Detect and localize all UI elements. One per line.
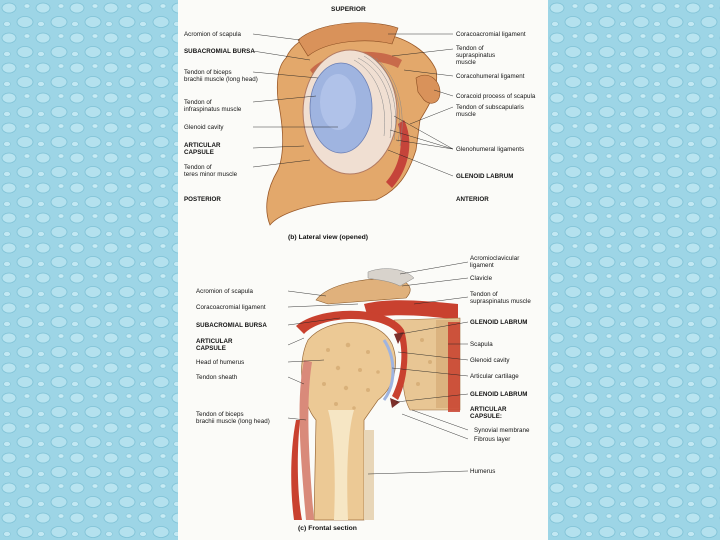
- water-droplet-background-left: [0, 0, 178, 540]
- label-tendon-subscapularis: Tendon of subscapularis muscle: [456, 104, 524, 118]
- label-tendon-biceps-long-head: Tendon of biceps brachii muscle (long he…: [184, 69, 258, 83]
- label-subacromial-bursa-c: SUBACROMIAL BURSA: [196, 322, 267, 329]
- label-clavicle: Clavicle: [470, 275, 493, 282]
- label-glenoid-labrum-b: GLENOID LABRUM: [456, 173, 514, 180]
- posterior-label: POSTERIOR: [184, 196, 221, 203]
- lateral-view-illustration: [266, 22, 441, 226]
- label-head-of-humerus: Head of humerus: [196, 359, 245, 366]
- label-acromioclavicular-ligament: Acromioclavicular ligament: [470, 255, 520, 269]
- label-synovial-membrane: Synovial membrane: [474, 427, 530, 434]
- caption-frontal-section: (c) Frontal section: [298, 525, 357, 532]
- label-scapula: Scapula: [470, 341, 493, 348]
- label-articular-capsule-c-right: ARTICULAR CAPSULE:: [470, 406, 507, 420]
- leader-lines: [252, 33, 469, 475]
- label-glenohumeral-ligaments: Glenohumeral ligaments: [456, 146, 525, 153]
- label-tendon-sheath: Tendon sheath: [196, 374, 238, 381]
- label-glenoid-cavity: Glenoid cavity: [184, 124, 224, 131]
- label-glenoid-labrum-c-upper: GLENOID LABRUM: [470, 319, 528, 326]
- label-acromion-of-scapula: Acromion of scapula: [184, 31, 242, 38]
- label-humerus: Humerus: [470, 468, 496, 475]
- caption-lateral-view: (b) Lateral view (opened): [288, 234, 369, 241]
- frontal-section-illustration: [291, 268, 461, 521]
- label-acromion-of-scapula-c: Acromion of scapula: [196, 288, 254, 295]
- water-droplet-background-right: [548, 0, 720, 540]
- label-coracohumeral-ligament: Coracohumeral ligament: [456, 73, 525, 80]
- label-articular-capsule-c: ARTICULAR CAPSULE: [196, 338, 233, 352]
- label-tendon-biceps-long-head-c: Tendon of biceps brachii muscle (long he…: [196, 411, 270, 425]
- label-fibrous-layer: Fibrous layer: [474, 436, 511, 443]
- label-coracoid-process: Coracoid process of scapula: [456, 93, 536, 100]
- label-coracoacromial-ligament: Coracoacromial ligament: [456, 31, 526, 38]
- label-tendon-supraspinatus-c: Tendon of supraspinatus muscle: [470, 291, 531, 305]
- label-articular-cartilage: Articular cartilage: [470, 373, 519, 380]
- label-tendon-infraspinatus: Tendon of infraspinatus muscle: [184, 99, 242, 113]
- label-articular-capsule: ARTICULAR CAPSULE: [184, 142, 221, 156]
- textbook-page: SUPERIOR Acromion of scapula SUBACROMIAL…: [178, 0, 548, 540]
- label-glenoid-labrum-c-lower: GLENOID LABRUM: [470, 391, 528, 398]
- anterior-label: ANTERIOR: [456, 196, 489, 203]
- label-tendon-teres-minor: Tendon of teres minor muscle: [184, 164, 238, 178]
- label-coracoacromial-ligament-c: Coracoacromial ligament: [196, 304, 266, 311]
- superior-label: SUPERIOR: [331, 6, 366, 13]
- label-subacromial-bursa: SUBACROMIAL BURSA: [184, 48, 255, 55]
- label-tendon-supraspinatus: Tendon of supraspinatus muscle: [456, 45, 496, 66]
- label-glenoid-cavity-c: Glenoid cavity: [470, 357, 510, 364]
- shoulder-anatomy-illustrations: [252, 22, 469, 521]
